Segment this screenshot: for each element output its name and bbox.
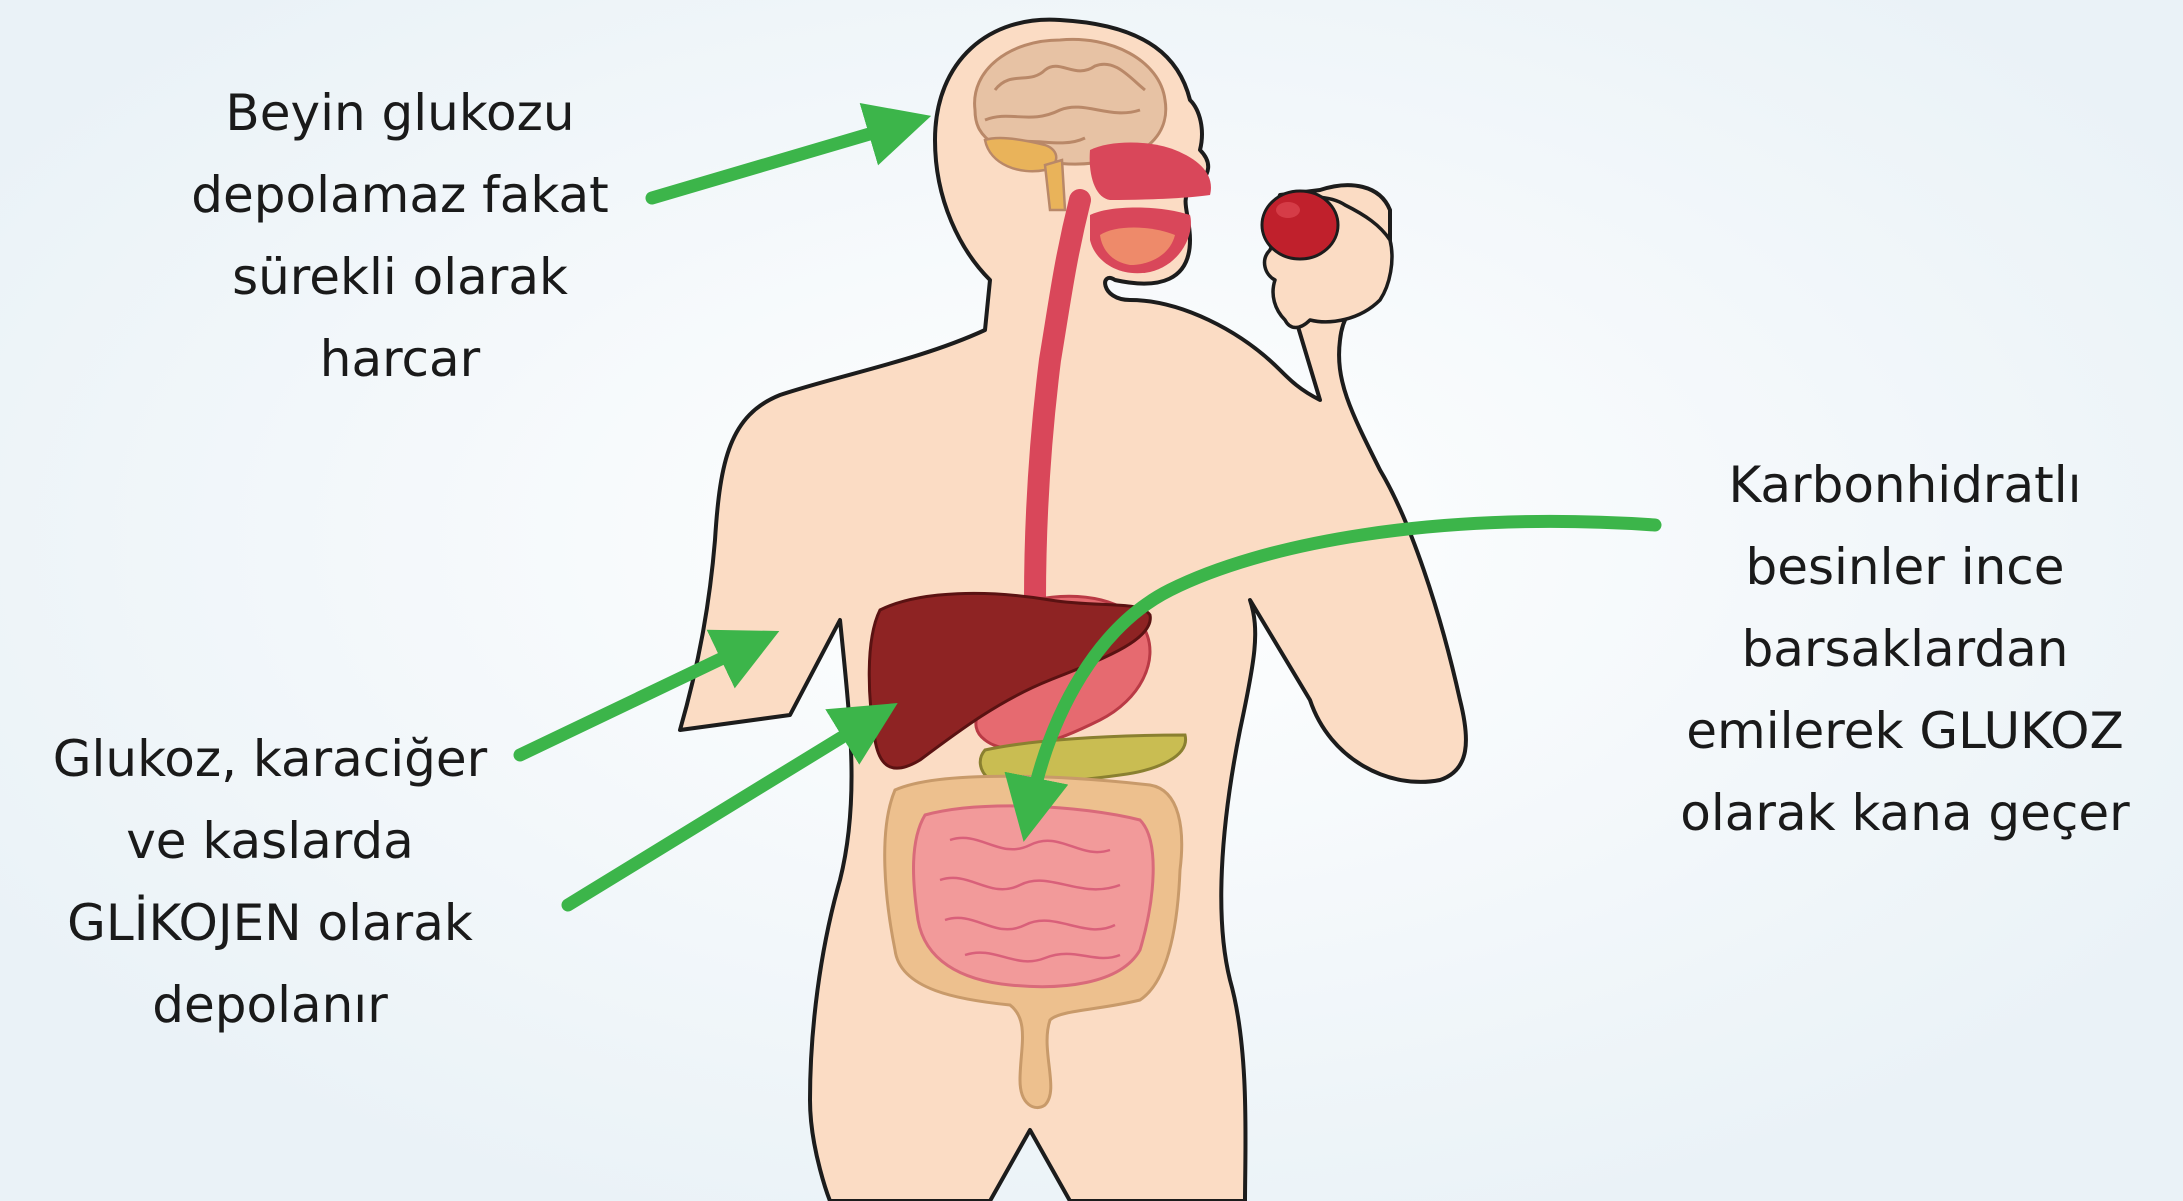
liver-annotation-line: depolanır	[0, 964, 540, 1046]
brain-annotation-line: Beyin glukozu	[140, 72, 660, 154]
apple	[1262, 191, 1338, 259]
intestine-annotation-line: Karbonhidratlı	[1630, 444, 2180, 526]
liver-muscle-annotation: Glukoz, karaciğer ve kaslarda GLİKOJEN o…	[0, 718, 540, 1046]
intestine-annotation-line: olarak kana geçer	[1630, 772, 2180, 854]
brain-annotation: Beyin glukozu depolamaz fakat sürekli ol…	[140, 72, 660, 400]
liver-annotation-line: GLİKOJEN olarak	[0, 882, 540, 964]
small-intestine	[914, 806, 1154, 987]
brain-annotation-line: sürekli olarak	[140, 236, 660, 318]
liver-annotation-line: ve kaslarda	[0, 800, 540, 882]
brain-annotation-line: harcar	[140, 318, 660, 400]
intestine-annotation: Karbonhidratlı besinler ince barsaklarda…	[1630, 444, 2180, 854]
intestine-annotation-line: besinler ince	[1630, 526, 2180, 608]
intestine-annotation-line: emilerek GLUKOZ	[1630, 690, 2180, 772]
liver-annotation-line: Glukoz, karaciğer	[0, 718, 540, 800]
brain-stem	[1045, 160, 1065, 210]
intestine-annotation-line: barsaklardan	[1630, 608, 2180, 690]
brain-annotation-line: depolamaz fakat	[140, 154, 660, 236]
